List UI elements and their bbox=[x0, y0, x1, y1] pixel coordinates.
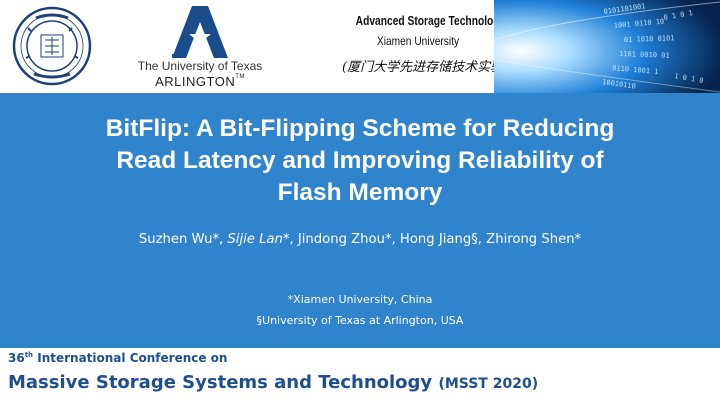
author-text: Suzhen Wu*, bbox=[138, 232, 228, 247]
svg-text:01 1010 0101: 01 1010 0101 bbox=[624, 34, 675, 44]
uta-a-star-icon bbox=[172, 6, 228, 58]
affiliation: §University of Texas at Arlington, USA bbox=[256, 314, 464, 327]
svg-text:1101 0010 01: 1101 0010 01 bbox=[619, 50, 670, 60]
slide-title: BitFlip: A Bit-Flipping Scheme for Reduc… bbox=[30, 113, 690, 209]
header: The University of Texas ARLINGTONTM Adva… bbox=[0, 0, 720, 93]
uta-logo-line2: ARLINGTONTM bbox=[155, 74, 245, 89]
footer bbox=[0, 348, 720, 405]
affiliation: *Xiamen University, China bbox=[287, 293, 433, 306]
xiamen-university-logo bbox=[12, 6, 92, 86]
lab-logo: Advanced Storage Technology Lab Xiamen U… bbox=[342, 4, 527, 90]
uta-logo: The University of Texas ARLINGTONTM bbox=[120, 4, 280, 90]
lab-chinese-name: (厦门大学先进存储技术实验室) bbox=[342, 60, 522, 75]
title-line: Read Latency and Improving Reliability o… bbox=[116, 147, 604, 174]
authors: Suzhen Wu*, Sijie Lan*, Jindong Zhou*, H… bbox=[20, 232, 700, 247]
binary-data-image: 0101101001 1001 0110 10 01 1010 0101 110… bbox=[494, 0, 720, 93]
title-line: Flash Memory bbox=[277, 179, 443, 206]
lab-name: Advanced Storage Technology Lab bbox=[355, 14, 527, 28]
uta-logo-line1: The University of Texas bbox=[137, 59, 263, 73]
author-text: *, Jindong Zhou*, Hong Jiang§, Zhirong S… bbox=[282, 232, 582, 247]
title-line: BitFlip: A Bit-Flipping Scheme for Reduc… bbox=[105, 115, 615, 142]
conference-line2: Massive Storage Systems and Technology (… bbox=[8, 372, 539, 393]
lab-university: Xiamen University bbox=[376, 34, 460, 48]
conference-line1: 36th International Conference on bbox=[8, 351, 228, 365]
title-band bbox=[0, 93, 720, 348]
presenting-author: Sijie Lan bbox=[227, 232, 283, 247]
